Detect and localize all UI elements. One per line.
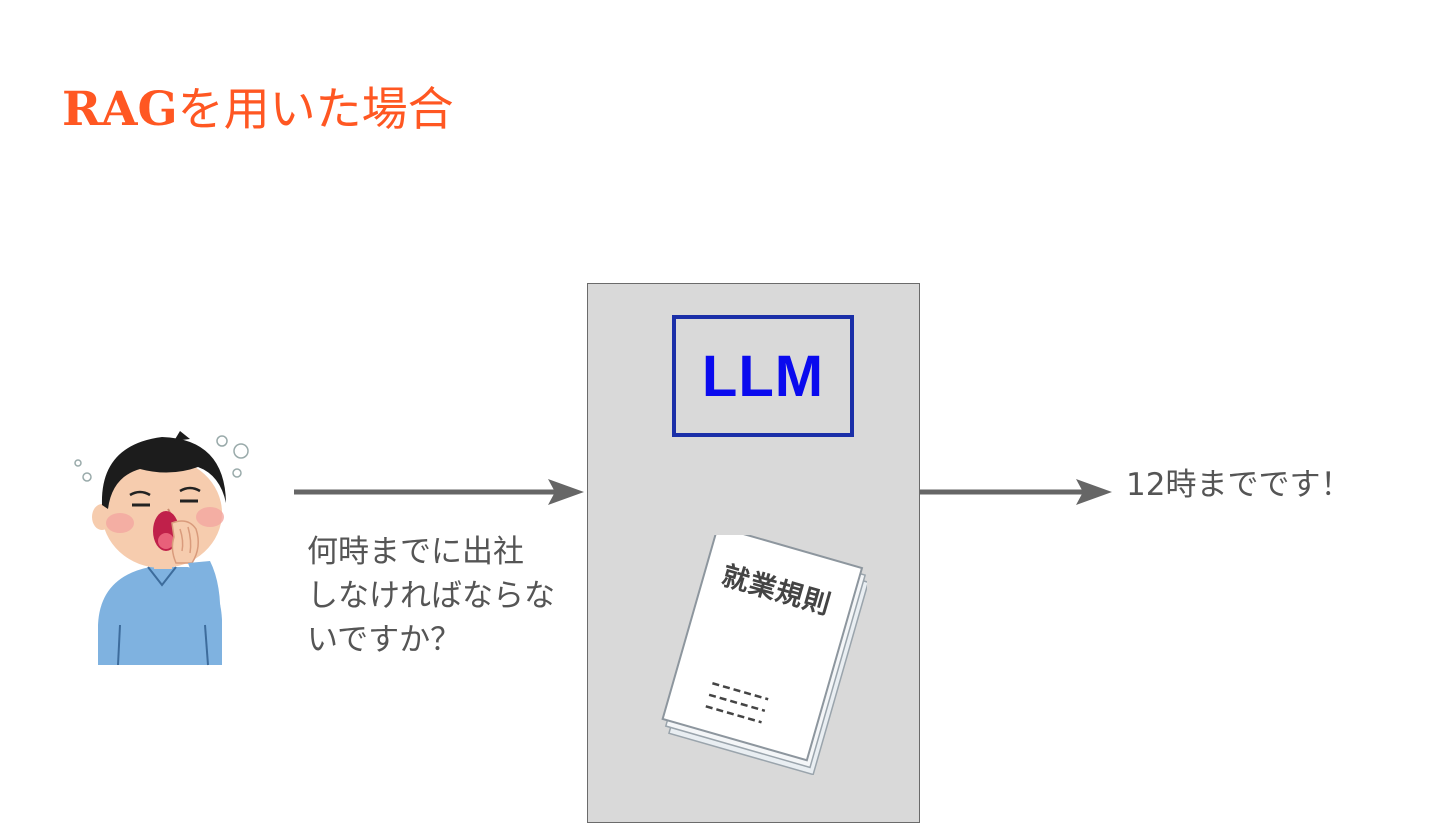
llm-box: LLM (672, 315, 854, 437)
arrow-answer (920, 479, 1112, 505)
answer-text: 12時までです！ (1126, 467, 1352, 503)
title-rest: を用いた場合 (177, 82, 454, 136)
rulebook-document-icon: 就業規則 (661, 535, 867, 775)
yawning-person-icon (74, 431, 249, 666)
title-rag: RAG (62, 82, 178, 137)
arrow-question (294, 479, 584, 505)
question-text: 何時までに出社 しなければならな いですか？ (307, 534, 555, 658)
slide-title: RAGを用いた場合 (62, 82, 454, 138)
llm-label: LLM (701, 343, 825, 409)
